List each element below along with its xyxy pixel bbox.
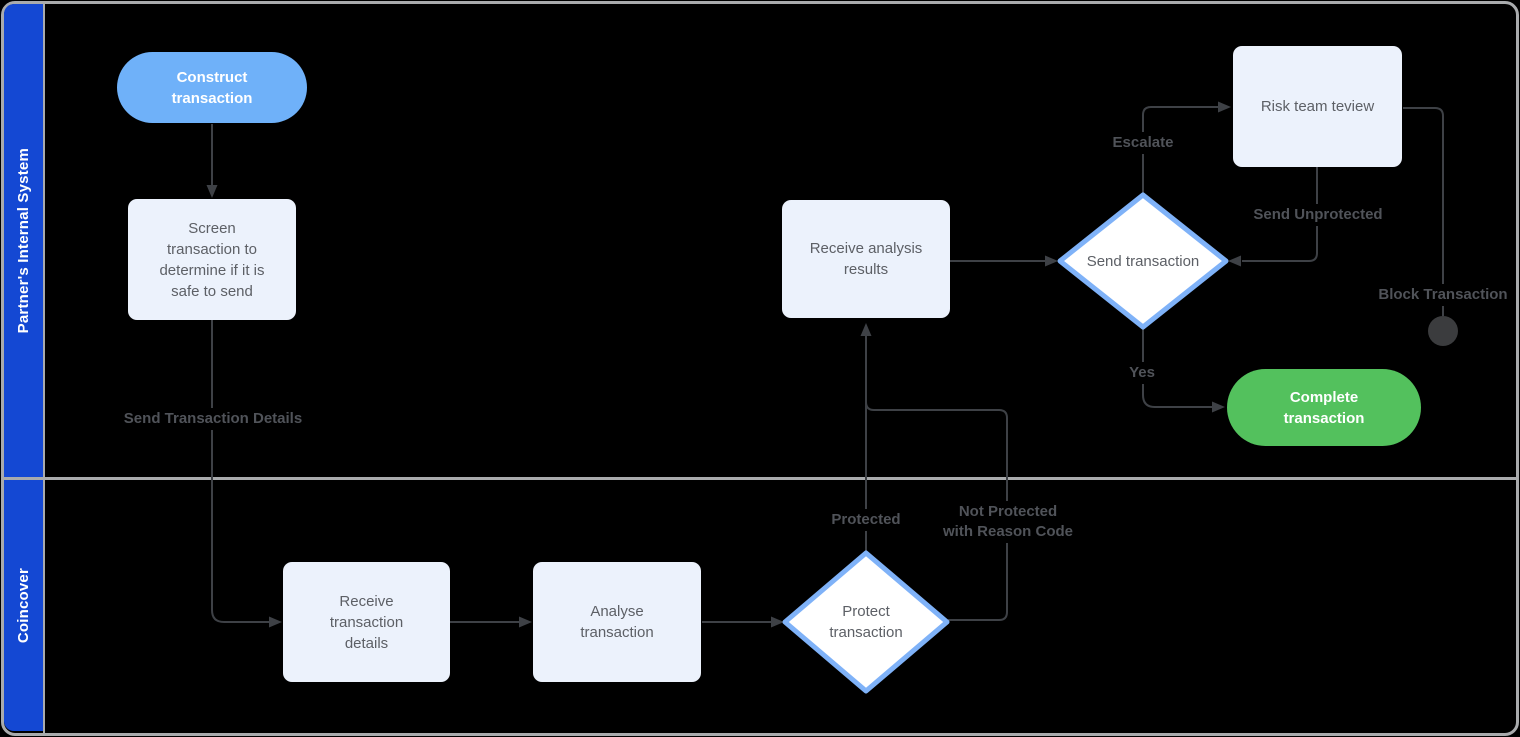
lane-divider-line: [2, 477, 1518, 480]
decision-protect-transaction-label: Protect transaction: [829, 603, 903, 641]
decision-send-transaction-shape: [1057, 192, 1229, 330]
node-construct-transaction-label: Construct transaction: [171, 68, 253, 107]
node-analyse-transaction: Analyse transaction: [533, 562, 701, 682]
node-receive-analysis-results-label: Receive analysis results: [809, 240, 923, 278]
node-complete-transaction: Complete transaction: [1227, 369, 1421, 446]
node-complete-transaction-label: Complete transaction: [1283, 388, 1365, 427]
edge-yes-to-complete: [1142, 327, 1213, 408]
edge-screen-to-receive-details: [211, 320, 270, 623]
node-analyse-transaction-label: Analyse transaction: [580, 603, 654, 641]
edge-label-protected: Protected: [826, 509, 906, 531]
node-risk-team-review: Risk team teview: [1233, 46, 1402, 167]
edge-label-yes: Yes: [1124, 362, 1160, 384]
end-node-block-transaction: [1428, 316, 1458, 346]
edge-label-block-transaction: Block Transaction: [1373, 284, 1513, 306]
edge-not-protected-merge: [865, 401, 1008, 621]
arrowhead-into-risk-review: [1218, 101, 1231, 113]
decision-send-transaction-label: Send transaction: [1086, 252, 1200, 270]
node-risk-team-review-label: Risk team teview: [1260, 98, 1375, 115]
arrowhead-into-protect: [771, 616, 784, 628]
lane-header-coincover: Coincover: [4, 480, 43, 731]
arrowhead-into-complete: [1212, 401, 1225, 413]
arrowhead-into-analyse: [519, 616, 532, 628]
arrowhead-into-receive-details: [269, 616, 282, 628]
node-receive-analysis-results: Receive analysis results: [782, 200, 950, 318]
node-receive-transaction-details-label: Receive transaction details: [329, 592, 404, 652]
lane-header-divider-line: [43, 2, 45, 735]
edge-label-send-unprotected: Send Unprotected: [1248, 204, 1388, 226]
arrowhead-into-screen: [206, 185, 218, 198]
edge-label-not-protected: Not Protected with Reason Code: [937, 501, 1079, 543]
edge-label-send-transaction-details: Send Transaction Details: [118, 408, 308, 430]
node-construct-transaction: Construct transaction: [117, 52, 307, 123]
node-screen-transaction: Screen transaction to determine if it is…: [128, 199, 296, 320]
node-screen-transaction-label: Screen transaction to determine if it is…: [159, 219, 265, 300]
arrowhead-into-send-decision-right: [1228, 255, 1241, 267]
lane-header-partners-internal-system: Partner's Internal System: [4, 4, 43, 477]
node-receive-transaction-details: Receive transaction details: [283, 562, 450, 682]
arrowhead-into-receive-analysis: [860, 323, 872, 336]
arrowhead-into-send-decision: [1045, 255, 1058, 267]
decision-protect-transaction-shape: [782, 550, 950, 694]
edge-block-to-end: [1403, 107, 1444, 316]
edge-escalate-to-risk-review: [1142, 106, 1219, 195]
edge-send-unprotected-to-send-decision: [1242, 166, 1318, 262]
edge-label-escalate: Escalate: [1107, 132, 1179, 154]
